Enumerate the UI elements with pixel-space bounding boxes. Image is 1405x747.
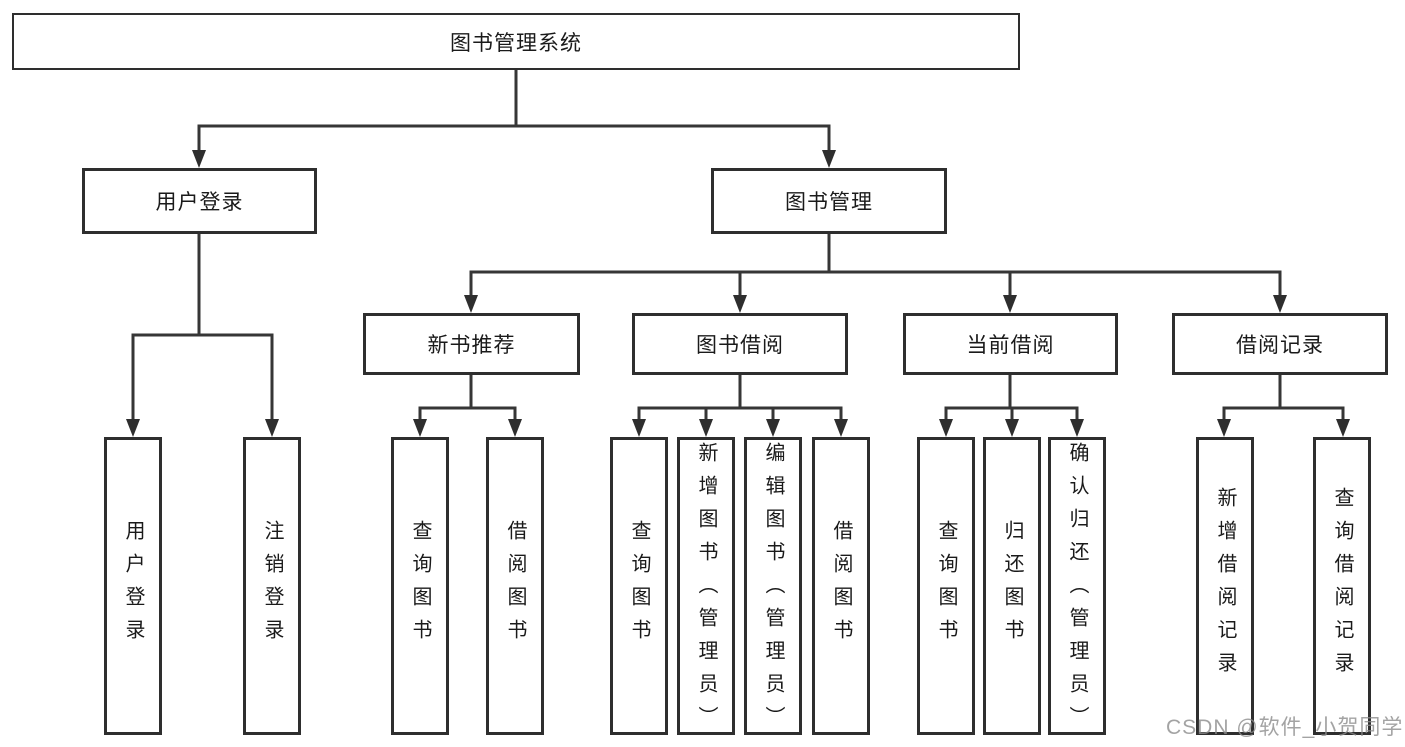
- leaf-add-borrow-record: 新增借阅记录: [1196, 437, 1254, 735]
- leaf-label: 确认归还（管理员）: [1066, 442, 1088, 739]
- leaf-label: 查询图书: [409, 520, 431, 652]
- node-borrowing-records: 借阅记录: [1172, 313, 1388, 375]
- leaf-label: 归还图书: [1001, 520, 1023, 652]
- node-label: 图书管理: [785, 191, 873, 214]
- leaf-query-books-borrowing: 查询图书: [610, 437, 668, 735]
- leaf-return-books: 归还图书: [983, 437, 1041, 735]
- leaf-label: 借阅图书: [830, 520, 852, 652]
- node-label: 用户登录: [155, 191, 244, 214]
- node-current-borrowing: 当前借阅: [903, 313, 1118, 375]
- leaf-label: 新增借阅记录: [1214, 487, 1236, 685]
- leaf-logout: 注销登录: [243, 437, 301, 735]
- leaf-query-borrow-record: 查询借阅记录: [1313, 437, 1371, 735]
- node-new-book-recommendation: 新书推荐: [363, 313, 580, 375]
- node-label: 当前借阅: [966, 334, 1055, 357]
- leaf-label: 查询图书: [628, 520, 650, 652]
- node-label: 图书借阅: [696, 334, 784, 357]
- leaf-label: 编辑图书（管理员）: [762, 442, 784, 739]
- node-user-login-branch: 用户登录: [82, 168, 317, 234]
- node-library-management-system: 图书管理系统: [12, 13, 1020, 70]
- arrowhead-icons: [126, 150, 1350, 437]
- leaf-label: 注销登录: [261, 520, 283, 652]
- leaf-label: 用户登录: [122, 520, 144, 652]
- node-book-management-branch: 图书管理: [711, 168, 947, 234]
- leaf-confirm-return-admin: 确认归还（管理员）: [1048, 437, 1106, 739]
- leaf-label: 借阅图书: [504, 520, 526, 652]
- leaf-label: 查询借阅记录: [1331, 487, 1353, 685]
- leaf-edit-books-admin: 编辑图书（管理员）: [744, 437, 802, 739]
- leaf-label: 新增图书（管理员）: [695, 442, 717, 739]
- leaf-query-books-current: 查询图书: [917, 437, 975, 735]
- leaf-user-login: 用户登录: [104, 437, 162, 735]
- leaf-query-books-recommend: 查询图书: [391, 437, 449, 735]
- leaf-borrow-books: 借阅图书: [812, 437, 870, 735]
- node-label: 新书推荐: [427, 334, 516, 357]
- leaf-add-books-admin: 新增图书（管理员）: [677, 437, 735, 739]
- leaf-label: 查询图书: [935, 520, 957, 652]
- node-label: 借阅记录: [1236, 334, 1324, 357]
- csdn-watermark: CSDN @软件_小贺同学: [1166, 716, 1404, 739]
- node-book-borrowing: 图书借阅: [632, 313, 848, 375]
- node-label: 图书管理系统: [450, 31, 582, 55]
- leaf-borrow-books-recommend: 借阅图书: [486, 437, 544, 735]
